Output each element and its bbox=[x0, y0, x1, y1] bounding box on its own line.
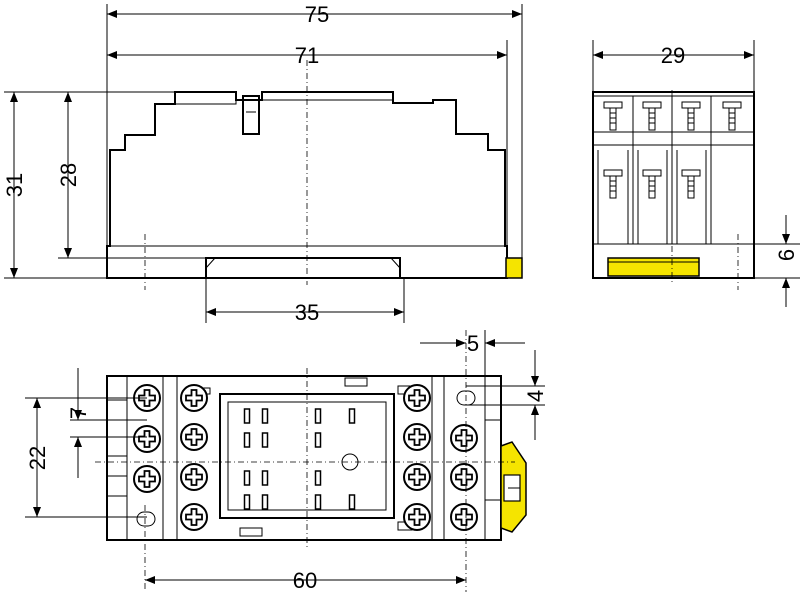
dim-hole-offset: 5 bbox=[467, 331, 479, 356]
mounting-hole-left bbox=[136, 511, 156, 527]
dim-terminal-span: 22 bbox=[25, 446, 50, 470]
relay-pins bbox=[243, 408, 356, 510]
dim-clip-height: 6 bbox=[774, 249, 799, 261]
dim-body-height: 28 bbox=[56, 163, 81, 187]
dim-overall-height: 31 bbox=[2, 173, 27, 197]
dim-depth: 29 bbox=[661, 43, 685, 68]
side-view-clip bbox=[505, 257, 523, 279]
side-view bbox=[106, 60, 523, 290]
top-view-clip bbox=[500, 441, 527, 533]
end-view-clip bbox=[607, 257, 700, 277]
end-view-top-terminals bbox=[603, 101, 742, 131]
dim-mounting-hole-spacing: 60 bbox=[293, 568, 317, 593]
terminal-screws bbox=[133, 384, 478, 531]
dim-hole-size: 4 bbox=[523, 390, 548, 402]
dim-rail-width: 35 bbox=[295, 300, 319, 325]
dim-overall-length: 75 bbox=[305, 2, 329, 27]
dim-terminal-pitch: 7 bbox=[66, 407, 91, 419]
end-view bbox=[592, 90, 755, 290]
end-view-lower-terminals bbox=[603, 169, 701, 199]
dim-body-length: 71 bbox=[295, 43, 319, 68]
top-view bbox=[95, 330, 527, 592]
